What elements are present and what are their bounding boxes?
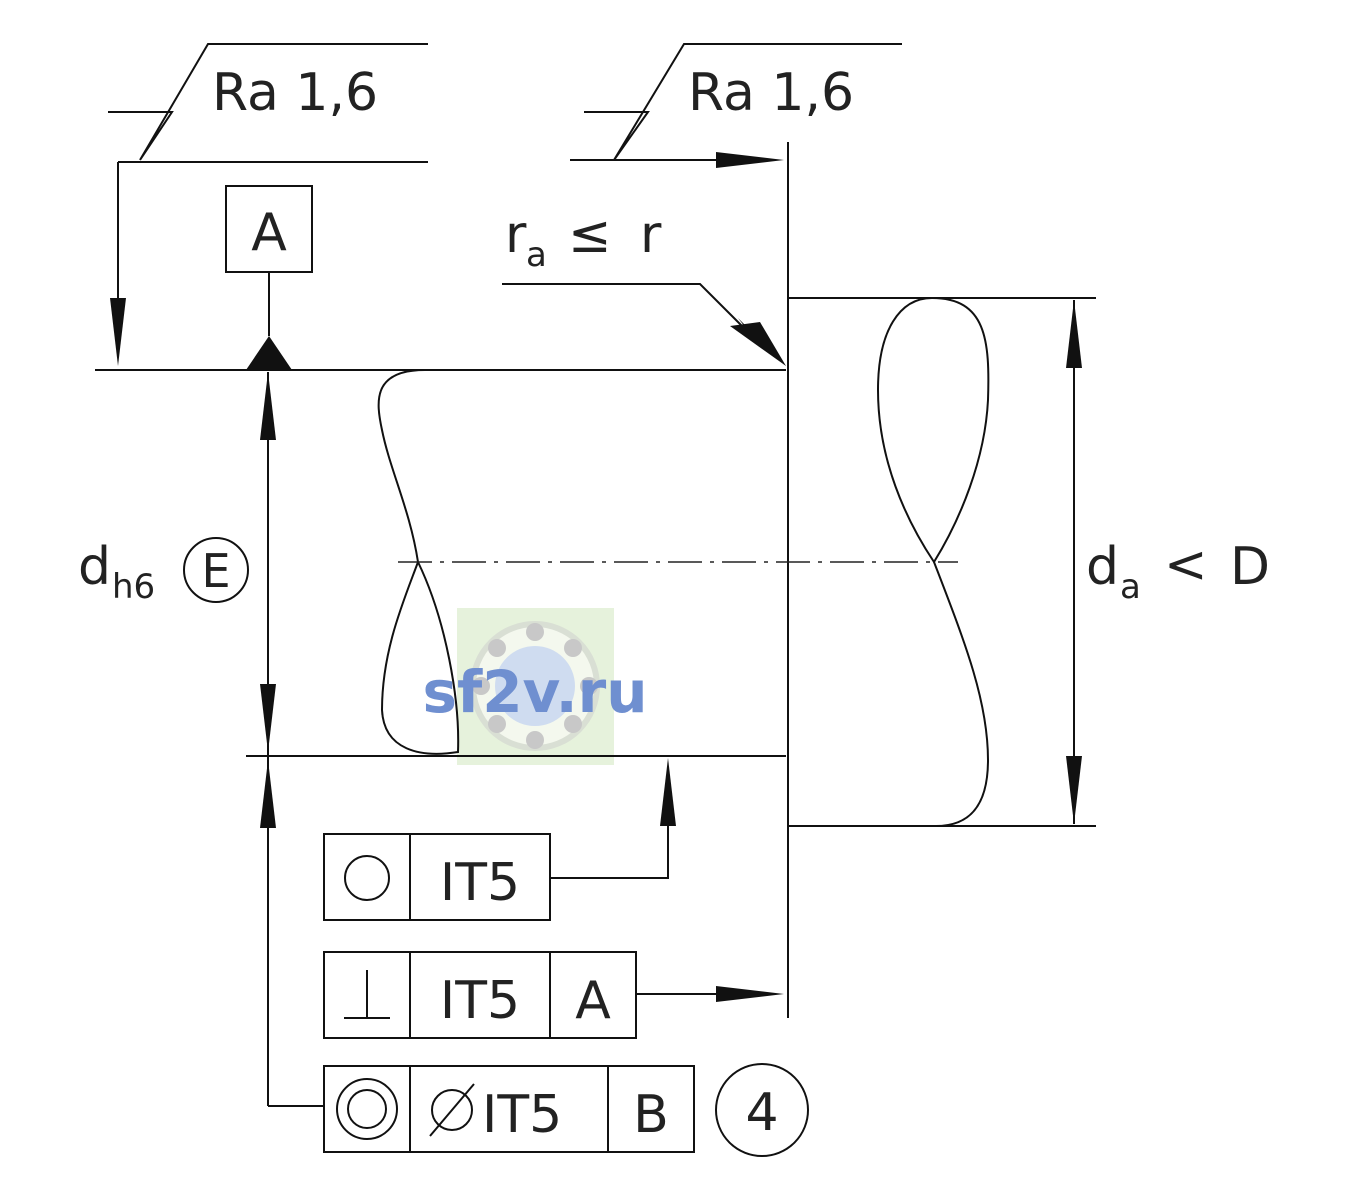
envelope-circle [183,537,249,603]
perpendicularity-tolerance: IT5 [440,971,520,1031]
roughness-symbol-right: Ra 1,6 [570,43,902,168]
datum-feature-a: A [225,185,313,370]
shoulder-diameter-dimension: d a < D [1066,300,1270,824]
concentricity-datum: B [633,1085,669,1145]
note-number-text: 4 [745,1083,778,1143]
shoulder-diameter-relation: < [1164,535,1208,595]
radius-note: r a ≤ r [502,205,786,366]
concentricity-tolerance: IT5 [482,1085,562,1145]
datum-letter-a: A [251,203,287,263]
fcf-roundness: IT5 [323,758,676,921]
envelope-letter: E [201,544,230,598]
radius-r-sub: a [526,235,547,275]
roundness-symbol [344,855,390,901]
roughness-symbol-left: Ra 1,6 [108,43,428,366]
roundness-tolerance: IT5 [440,853,520,913]
watermark: sf2v.ru [422,608,648,765]
shoulder-diameter-main: d [1086,537,1119,597]
diameter-symbol [429,1083,475,1137]
radius-r-right: r [640,205,662,265]
fcf-perpendicularity: IT5 A [323,951,784,1039]
radius-r-main: r [505,205,527,265]
bearing-logo [470,621,600,751]
perpendicularity-symbol [344,970,390,1019]
roughness-value-right: Ra 1,6 [688,63,854,123]
roughness-value-left: Ra 1,6 [212,63,378,123]
shaft-diameter-sub: h6 [112,567,155,607]
watermark-text: sf2v.ru [422,658,647,726]
radius-relation: ≤ [568,205,612,265]
shaft-diameter-main: d [78,537,111,597]
shoulder [788,297,1096,827]
shaft-diameter-dimension: d h6 E [78,372,276,1106]
shoulder-diameter-right: D [1230,537,1270,597]
fcf-concentricity: IT5 B [268,1065,695,1153]
note-number: 4 [715,1063,809,1157]
shaft [95,142,789,1018]
perpendicularity-datum: A [575,971,611,1031]
shoulder-diameter-sub: a [1120,567,1141,607]
concentricity-symbol [336,1078,398,1140]
